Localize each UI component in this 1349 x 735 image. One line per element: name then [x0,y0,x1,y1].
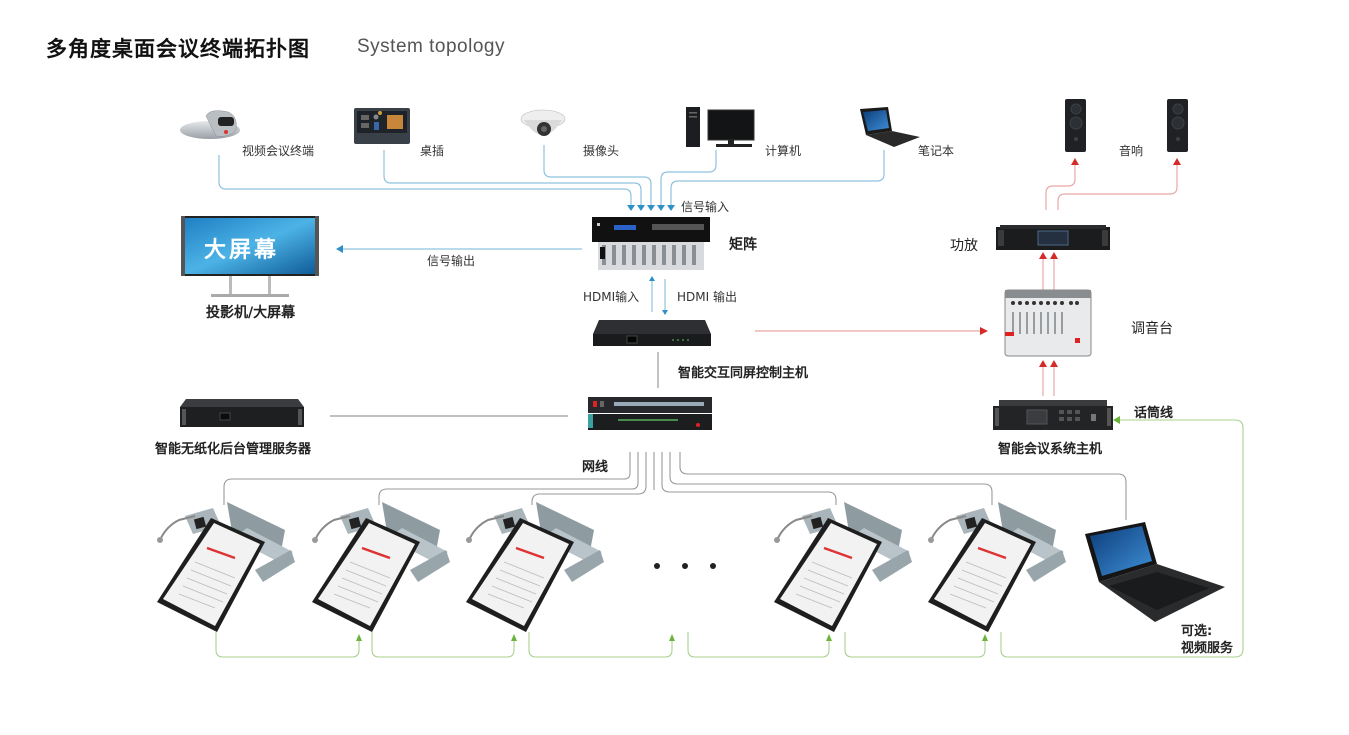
label-server: 智能无纸化后台管理服务器 [155,442,312,457]
signal-input-arrows [627,205,675,211]
arrow-up-icon [1173,158,1181,165]
label-computer: 计算机 [765,144,802,158]
label-mixer: 调音台 [1131,321,1173,337]
signal-input-lines [218,145,885,207]
label-video-terminal: 视频会议终端 [242,144,315,158]
server-icon [180,399,304,427]
line-camera [543,145,652,207]
video-conference-terminal-icon [180,110,240,139]
matrix-icon [592,217,710,270]
optional-laptop-icon [1085,522,1225,622]
line-laptop [670,150,885,207]
label-speakers: 音响 [1119,144,1144,158]
label-desk-socket: 桌插 [420,144,445,158]
signal-output-arrow [336,245,343,253]
label-camera: 摄像头 [583,144,620,158]
label-network-cable: 网线 [582,460,609,475]
amp-to-speaker-left [1045,164,1076,210]
hdmi-out-arrow [662,310,668,315]
label-hdmi-in: HDMI输入 [583,290,640,304]
amplifier-icon [996,225,1110,250]
audio-up-arrows [1039,252,1058,367]
label-big-screen: 投影机/大屏幕 [206,305,296,321]
screen-controller-icon [593,320,711,346]
speaker-right-icon [1167,99,1188,152]
label-matrix: 矩阵 [729,237,757,253]
mic-chain-arrows [356,416,1120,641]
amp-to-speaker-right [1057,164,1178,210]
label-signal-input: 信号输入 [681,200,730,214]
page-title: 多角度桌面会议终端拓扑图 [46,37,310,61]
label-screen-controller: 智能交互同屏控制主机 [678,366,809,381]
label-mic-line: 话筒线 [1134,406,1174,421]
page-subtitle: System topology [357,36,505,57]
mic-chain-lines [215,419,1244,658]
label-video-service: 视频服务 [1181,641,1234,656]
dome-camera-icon [520,109,566,136]
label-optional: 可选: [1181,624,1213,639]
label-amplifier: 功放 [950,238,978,254]
line-computer [660,150,717,207]
label-conference-host: 智能会议系统主机 [998,442,1103,457]
desk-socket-icon [354,108,410,144]
big-screen-text: 大屏幕 [204,238,280,263]
desktop-computer-icon [686,107,755,147]
mixer-icon [1004,289,1092,357]
hdmi-in-arrow [649,276,655,281]
line-video-terminal [218,155,632,207]
controller-to-mixer-arrow [980,327,988,335]
ellipsis-dots [654,563,716,569]
network-switch-icon [588,397,712,430]
laptop-icon [860,107,920,147]
big-screen-icon [181,216,319,297]
network-lines [223,452,1127,520]
label-signal-output: 信号输出 [427,254,476,268]
line-desk-socket [383,150,642,207]
arrow-up-icon [1071,158,1079,165]
conference-host-icon [993,400,1113,430]
label-hdmi-out: HDMI 输出 [677,290,737,304]
speaker-left-icon [1065,99,1086,152]
label-laptop: 笔记本 [918,144,955,158]
